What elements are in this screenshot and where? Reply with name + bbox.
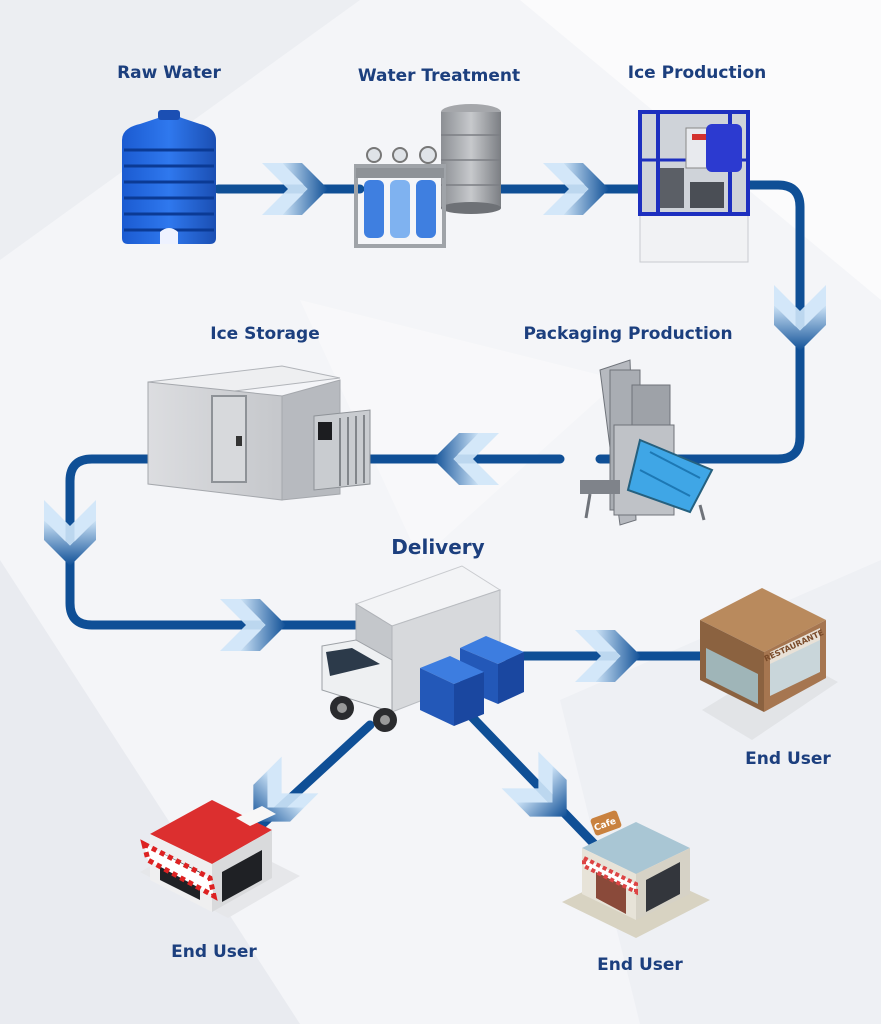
chevron-down-right-icon	[501, 751, 567, 817]
water-filter-system-icon	[354, 104, 501, 248]
ice-box-icon	[420, 636, 524, 726]
chevron-down-icon	[774, 285, 826, 351]
stage-label-end-user-cafe: End User	[597, 955, 683, 975]
stage-label-delivery: Delivery	[391, 535, 485, 559]
restaurant-building-icon: RESTAURANTE	[700, 588, 838, 740]
chevron-left-icon	[433, 433, 499, 485]
chevron-right-icon	[575, 630, 641, 682]
chevron-right-icon	[262, 163, 328, 215]
chevron-down-icon	[44, 500, 96, 566]
stage-label-end-user-restaurant: End User	[745, 749, 831, 769]
ice-machine-icon	[638, 110, 750, 263]
stage-label-packaging-production: Packaging Production	[523, 324, 733, 344]
flow-pipe	[65, 180, 805, 855]
stage-label-raw-water: Raw Water	[117, 63, 221, 83]
stage-label-water-treatment: Water Treatment	[357, 66, 521, 86]
stage-label-ice-production: Ice Production	[627, 63, 767, 83]
packaging-machine-icon	[580, 359, 714, 526]
chevron-right-icon	[220, 599, 286, 651]
delivery-truck-icon	[321, 565, 524, 732]
water-tank-icon	[122, 110, 216, 244]
stage-label-ice-storage: Ice Storage	[210, 324, 320, 344]
cafe-building-icon: Cafe	[562, 810, 710, 938]
cold-room-icon	[147, 365, 371, 501]
stage-label-end-user-store: End User	[171, 942, 257, 962]
chevron-right-icon	[543, 163, 609, 215]
store-building-icon	[140, 800, 300, 918]
